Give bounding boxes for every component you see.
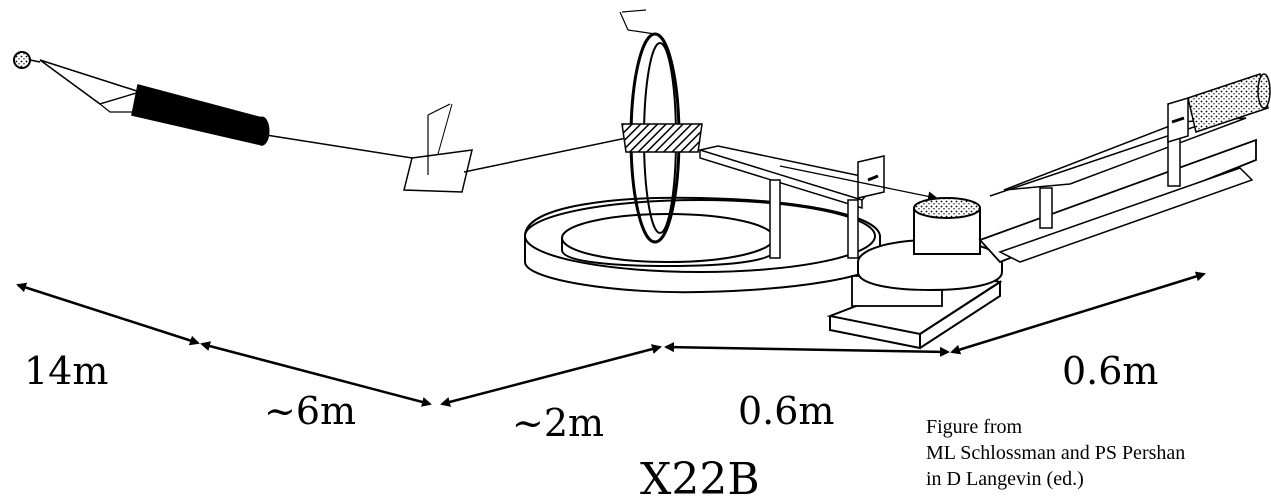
label-0-6m-a: 0.6m: [738, 389, 835, 433]
detector-arm: [697, 145, 938, 259]
caption-line-3: in D Langevin (ed.): [926, 468, 1084, 490]
label-14m: 14m: [24, 349, 109, 393]
diffractometer-base: [524, 196, 881, 294]
goniometer-ring: [619, 9, 703, 244]
dimension-arrow-0-6m-a: [664, 342, 950, 357]
mirror: [403, 103, 473, 193]
dimension-arrow-6m: [200, 341, 432, 407]
caption-line-2: ML Schlossman and PS Pershan: [926, 442, 1186, 464]
dimension-arrow-14m: [16, 282, 200, 346]
dimension-arrow-0-6m-b: [950, 271, 1206, 355]
beam-pipe: [39, 59, 270, 146]
dimension-arrow-2m: [440, 344, 662, 407]
beam-line: [265, 134, 426, 161]
label-6m: ~6m: [264, 389, 357, 433]
label-2m: ~2m: [512, 401, 605, 445]
detector: [1187, 73, 1271, 133]
xray-source: [13, 51, 41, 69]
station-title: X22B: [640, 454, 760, 502]
figure-caption: Figure from ML Schlossman and PS Pershan…: [926, 414, 1185, 492]
label-0-6m-b: 0.6m: [1062, 349, 1159, 393]
caption-line-1: Figure from: [926, 416, 1023, 438]
beam-line: [463, 135, 637, 173]
dimension-arrows: [16, 271, 1206, 407]
